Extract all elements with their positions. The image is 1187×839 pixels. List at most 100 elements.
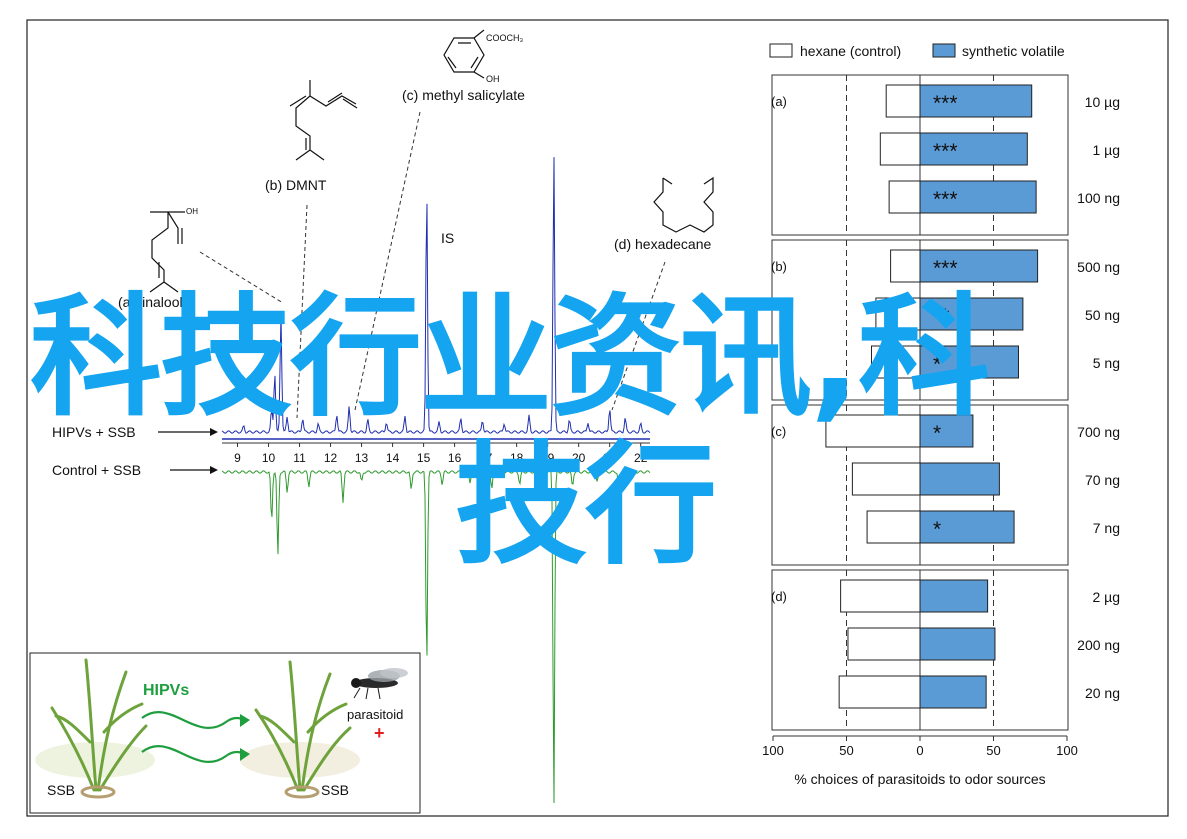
linalool-oh-label: OH	[186, 207, 198, 216]
hexadecane-structure-icon	[653, 176, 714, 233]
bar-synthetic	[919, 249, 1039, 283]
chromatogram-tick-label: 16	[448, 451, 462, 465]
bar-significance-label: *	[933, 422, 941, 445]
bar-group-label: (b)	[771, 259, 787, 274]
bar-control	[879, 132, 921, 166]
control-trace-label: Control + SSB	[52, 462, 141, 478]
chromatogram-tick-label: 15	[417, 451, 431, 465]
bar-dose-label: 7 ng	[1093, 520, 1120, 536]
leader-linalool	[199, 251, 284, 304]
chromatogram-tick-label: 22	[634, 451, 648, 465]
bar-dose-label: 2 µg	[1092, 589, 1120, 605]
inset-plus-sign: +	[374, 723, 385, 743]
hipv-trace-line	[221, 157, 651, 434]
choice-bar-chart: hexane (control) synthetic volatile (a) *…	[762, 43, 1120, 787]
bar-dose-label: 1 µg	[1092, 142, 1120, 158]
leader-hexadecane	[611, 261, 666, 411]
leader-methyl-salicylate	[354, 111, 421, 411]
bar-control	[890, 249, 921, 283]
bar-synthetic	[919, 345, 1019, 379]
bar-synthetic	[919, 579, 989, 613]
bar-control	[838, 675, 921, 709]
bar-significance-label: ***	[933, 92, 958, 115]
hipv-arrows-icon	[141, 711, 247, 763]
bar-dose-label: 700 ng	[1077, 424, 1120, 440]
bar-x-axis: 100 50 0 50 100	[762, 735, 1078, 758]
linalool-structure-icon	[149, 211, 185, 293]
bar-synthetic	[919, 627, 996, 661]
bar-x-tick-label: 100	[762, 743, 784, 758]
legend-label-control: hexane (control)	[800, 43, 901, 59]
chromatogram-tick-label: 9	[234, 451, 241, 465]
bar-x-axis-title: % choices of parasitoids to odor sources	[794, 771, 1045, 787]
bar-synthetic	[919, 132, 1028, 166]
bar-control	[888, 180, 921, 214]
bar-dose-label: 500 ng	[1077, 259, 1120, 275]
hipv-arrow-head	[210, 428, 218, 436]
inset-parasitoid-label: parasitoid	[347, 707, 403, 722]
chromatogram-tick-label: 13	[355, 451, 369, 465]
bar-x-tick-label: 0	[916, 743, 923, 758]
bar-synthetic	[919, 414, 974, 448]
bar-group-label: (d)	[771, 589, 787, 604]
legend-swatch-control	[769, 43, 793, 58]
bar-x-tick-label: 50	[986, 743, 1000, 758]
bar-dose-label: 5 ng	[1093, 355, 1120, 371]
leader-dmnt	[296, 204, 308, 419]
control-trace-line	[221, 470, 651, 804]
bar-dose-label: 70 ng	[1085, 472, 1120, 488]
inset-ssb-left-label: SSB	[47, 782, 75, 798]
inset-hipvs-label: HIPVs	[143, 682, 189, 699]
chromatogram-tick-label: 19	[541, 451, 555, 465]
bar-control	[851, 462, 921, 496]
chromatogram-tick-label: 10	[262, 451, 276, 465]
bar-groups: (a)***10 µg***1 µg***100 ng(b)***500 ng*…	[771, 74, 1120, 731]
bar-control	[866, 510, 921, 544]
chromatogram-tick-label: 18	[510, 451, 524, 465]
bar-dose-label: 200 ng	[1077, 637, 1120, 653]
compound-leader-lines	[199, 111, 666, 419]
legend-swatch-synthetic	[932, 43, 956, 58]
plant-right-icon	[240, 660, 360, 799]
bar-synthetic	[919, 297, 1024, 331]
chromatogram-tick-label: 12	[324, 451, 338, 465]
bar-dose-label: 20 ng	[1085, 685, 1120, 701]
bar-synthetic	[919, 675, 987, 709]
hipv-trace-label: HIPVs + SSB	[52, 424, 136, 440]
bar-dose-label: 10 µg	[1085, 94, 1120, 110]
bar-x-tick-label: 50	[839, 743, 853, 758]
legend-label-synthetic: synthetic volatile	[962, 43, 1065, 59]
chromatogram-tick-label: 11	[293, 451, 306, 465]
chromatogram-tick-label: 21	[603, 451, 617, 465]
bar-significance-label: *	[933, 518, 941, 541]
bar-synthetic	[919, 462, 1000, 496]
bar-control	[847, 627, 921, 661]
parasitoid-wasp-icon	[351, 668, 408, 700]
bar-synthetic	[919, 510, 1015, 544]
bar-significance-label: ***	[933, 188, 958, 211]
bar-group-label: (c)	[771, 424, 786, 439]
bar-significance-label: **	[933, 305, 949, 328]
inset-ssb-right-label: SSB	[321, 782, 349, 798]
bar-x-tick-label: 100	[1056, 743, 1078, 758]
bar-control	[870, 345, 921, 379]
inset-panel: HIPVs parasitoid + SSB SSB	[29, 652, 421, 814]
methyl-salicylate-structure-icon	[443, 29, 485, 79]
bar-dose-label: 50 ng	[1085, 307, 1120, 323]
chromatogram-tick-label: 20	[572, 451, 586, 465]
bar-synthetic	[919, 84, 1033, 118]
figure-frame	[26, 19, 1169, 817]
bar-synthetic	[919, 180, 1037, 214]
hipv-arrow-head-upper	[240, 714, 250, 727]
compound-label-hexadecane: (d) hexadecane	[614, 236, 712, 252]
control-arrow-head	[210, 466, 218, 474]
bar-significance-label: ***	[933, 257, 958, 280]
bar-dose-label: 100 ng	[1077, 190, 1120, 206]
bar-control	[840, 579, 921, 613]
bar-group-label: (a)	[771, 94, 787, 109]
methyl-salicylate-oh-label: OH	[486, 74, 500, 84]
bar-significance-label: *	[933, 353, 941, 376]
compound-label-methyl-salicylate: (c) methyl salicylate	[402, 87, 525, 103]
